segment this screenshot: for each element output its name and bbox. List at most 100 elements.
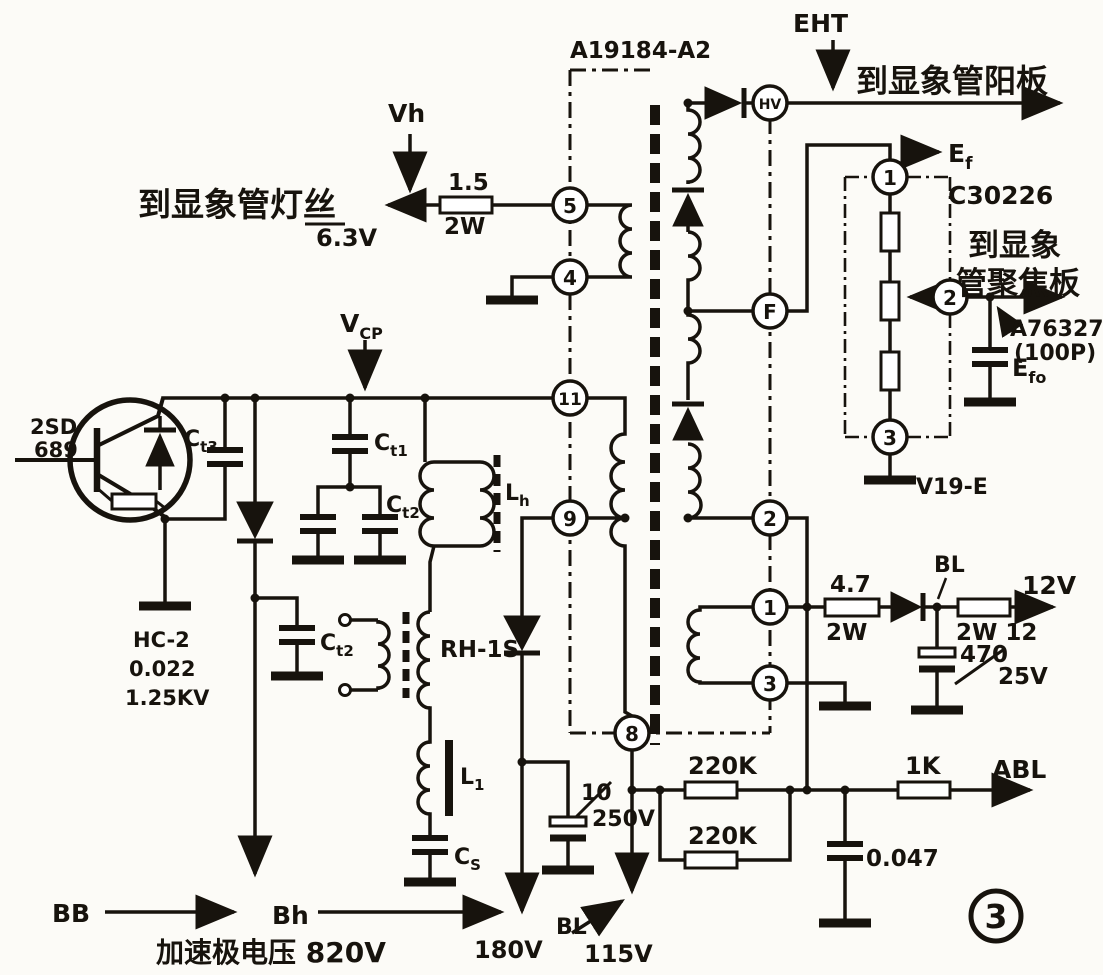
cap-ct2a-right xyxy=(362,514,398,534)
part-number-label: A19184-A2 xyxy=(570,38,711,64)
accel-voltage-label: 加速极电压 820V xyxy=(156,936,386,969)
resistor-divider-3 xyxy=(879,350,901,392)
r2w12-label: 2W 12 xyxy=(956,620,1037,646)
focus-pack-outline xyxy=(843,175,952,439)
cs-label: CS xyxy=(454,845,481,874)
terminal-4: 4 xyxy=(551,258,589,296)
coil-lh xyxy=(418,398,496,612)
svg-text:2: 2 xyxy=(763,507,777,531)
bl-right-label: BL xyxy=(934,553,965,578)
rh1s-label: RH-1S xyxy=(440,637,519,663)
junction-dots xyxy=(160,98,995,795)
to-anode-label: 到显象管阳板 xyxy=(856,62,1048,100)
cap-470-25v xyxy=(917,646,957,673)
transistor-label-2: 689 xyxy=(34,438,78,462)
winding-aux-12v xyxy=(686,605,753,685)
cap-cs xyxy=(412,835,448,855)
transformer-windings xyxy=(350,103,753,816)
ground-symbols xyxy=(139,295,1016,928)
v115-label: 115V xyxy=(584,940,653,968)
resistor-divider-2 xyxy=(879,280,901,322)
c470-value: 470 xyxy=(960,642,1008,668)
v180-label: 180V xyxy=(474,936,543,964)
ct2a-label: Ct2 xyxy=(386,493,420,522)
v19e-label: V19-E xyxy=(916,475,988,500)
focus-terminal-1: 1 xyxy=(871,158,909,196)
svg-text:8: 8 xyxy=(625,722,639,746)
to-focus-label-1: 到显象 xyxy=(968,228,1061,264)
bl-pointer-arrow xyxy=(571,899,625,937)
winding-primary xyxy=(587,396,633,718)
focus-cap-value-label: (100P) xyxy=(1014,341,1096,366)
eht-label: EHT xyxy=(793,9,848,38)
c470-voltage: 25V xyxy=(998,664,1048,690)
cap-0047 xyxy=(827,841,863,861)
svg-text:1: 1 xyxy=(883,166,897,190)
winding-hv-2 xyxy=(686,230,753,400)
cap-ct3 xyxy=(207,447,243,467)
diode-hv-mid xyxy=(672,187,704,227)
svg-text:11: 11 xyxy=(558,390,582,410)
ef-label: Ef xyxy=(948,139,973,174)
r-filament-power: 2W xyxy=(444,214,485,240)
r1k-label: 1K xyxy=(905,752,942,780)
capacitors xyxy=(207,347,1008,861)
focus-terminal-3: 3 xyxy=(871,418,909,456)
cap-ct2b xyxy=(279,625,315,645)
diode-b-plus xyxy=(503,615,541,656)
transformer-core xyxy=(402,105,660,816)
winding-hv-3 xyxy=(687,442,753,520)
vcp-label: VCP xyxy=(340,309,383,343)
terminal-hv: HV xyxy=(751,84,789,122)
hc2-label-3: 1.25KV xyxy=(125,686,210,710)
cap-10-250v xyxy=(548,815,588,842)
terminal-2: 2 xyxy=(751,499,789,537)
hc2-label-2: 0.022 xyxy=(129,657,195,681)
resistor-divider-1 xyxy=(879,211,901,253)
svg-text:4: 4 xyxy=(563,266,577,290)
focus-cap-name-label: A76327 xyxy=(1010,317,1103,342)
transistor-label-1: 2SD xyxy=(30,415,77,439)
diode-damper xyxy=(236,501,274,544)
coil-l1 xyxy=(416,740,431,816)
lh-label: Lh xyxy=(505,481,530,510)
resistor-220k-top xyxy=(683,780,739,800)
ct1-label: Ct1 xyxy=(374,431,408,460)
figure-number-badge: 3 xyxy=(968,888,1024,944)
resistor-220k-bottom xyxy=(683,850,739,870)
transformer-rh1s xyxy=(350,610,431,710)
diode-hv-top xyxy=(704,86,747,120)
resistors xyxy=(438,195,1012,870)
to-filament-label: 到显象管灯丝 xyxy=(138,185,336,224)
svg-text:9: 9 xyxy=(563,507,577,531)
svg-text:3: 3 xyxy=(883,426,897,450)
to-focus-label-2: 管聚焦板 xyxy=(956,266,1080,302)
v12-label: 12V xyxy=(1022,571,1077,600)
r47-value: 4.7 xyxy=(830,572,871,598)
transistor-2sd689 xyxy=(15,397,193,523)
r-filament-value: 1.5 xyxy=(448,170,489,196)
winding-filament xyxy=(587,203,633,279)
r220k-bottom-label: 220K xyxy=(688,822,758,850)
resistor-2w12 xyxy=(956,597,1012,618)
cap-ct1 xyxy=(332,434,368,454)
l1-label: L1 xyxy=(460,765,484,794)
efo-label: Efo xyxy=(1012,354,1046,387)
a76327-pointer xyxy=(996,305,1024,338)
svg-text:F: F xyxy=(763,300,777,324)
abl-label: ABL xyxy=(992,755,1046,784)
svg-text:5: 5 xyxy=(563,194,577,218)
r47-power: 2W xyxy=(826,620,867,646)
ct2b-label: Ct2 xyxy=(320,631,354,660)
svg-text:1: 1 xyxy=(763,596,777,620)
svg-text:HV: HV xyxy=(759,97,782,113)
bl-bottom-label: BL xyxy=(556,915,587,940)
bh-label: Bh xyxy=(272,901,309,930)
terminal-circles: 5 4 11 9 8 HV F 2 1 3 1 2 3 xyxy=(551,84,969,752)
terminal-11: 11 xyxy=(551,379,589,417)
diodes xyxy=(236,86,926,656)
c10-value: 10 xyxy=(581,781,612,806)
terminal-1: 1 xyxy=(751,588,789,626)
c10-slash xyxy=(573,780,613,820)
